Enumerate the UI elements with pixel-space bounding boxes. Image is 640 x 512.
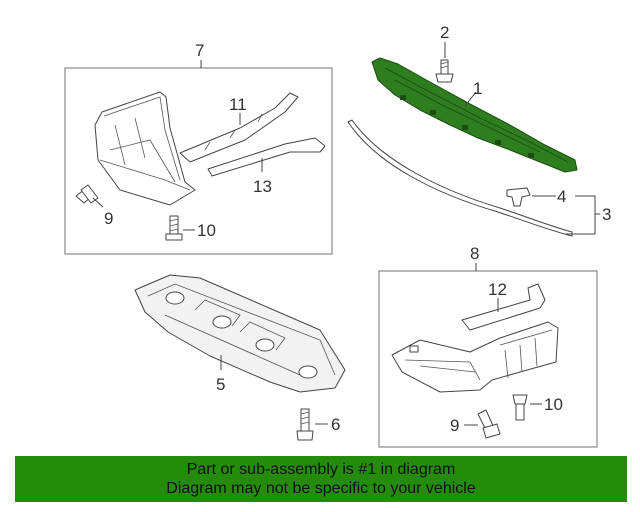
callout-4[interactable]: 4 — [557, 187, 566, 206]
rod-12[interactable] — [461, 283, 546, 331]
callout-1[interactable]: 1 — [473, 79, 482, 98]
callout-9-lower[interactable]: 9 — [450, 416, 459, 435]
bolt-10-upper[interactable] — [165, 215, 183, 241]
clip-4[interactable] — [506, 187, 531, 207]
splash-shield-left[interactable] — [94, 91, 196, 206]
under-cover-5[interactable] — [134, 274, 346, 393]
molding-strip[interactable] — [347, 119, 573, 237]
bolt-9-lower[interactable] — [477, 409, 501, 439]
callout-2[interactable]: 2 — [440, 23, 449, 42]
callout-9-upper[interactable]: 9 — [104, 209, 113, 228]
callout-13[interactable]: 13 — [253, 177, 272, 196]
callout-3[interactable]: 3 — [602, 205, 611, 224]
callout-8[interactable]: 8 — [470, 244, 479, 263]
callout-10-upper[interactable]: 10 — [197, 221, 216, 240]
bolt-10-lower[interactable] — [512, 394, 528, 421]
splash-shield-right[interactable] — [391, 321, 559, 393]
notice-bar: Part or sub-assembly is #1 in diagram Di… — [15, 456, 627, 502]
bolt-9-upper[interactable] — [75, 184, 99, 204]
part-1-highlighted[interactable] — [371, 57, 578, 173]
notice-line-1: Part or sub-assembly is #1 in diagram — [186, 461, 456, 478]
parts-diagram: 7 9 10 11 13 — [64, 23, 611, 448]
bolt-2[interactable] — [435, 59, 454, 83]
callout-5[interactable]: 5 — [216, 375, 225, 394]
callout-10-lower[interactable]: 10 — [544, 395, 563, 414]
rod-13[interactable] — [207, 137, 326, 177]
callout-6[interactable]: 6 — [331, 415, 340, 434]
group-box-7 — [64, 67, 333, 255]
callout-12[interactable]: 12 — [488, 280, 507, 299]
bracket-11[interactable] — [179, 92, 299, 163]
callout-7[interactable]: 7 — [195, 41, 204, 60]
notice-line-2: Diagram may not be specific to your vehi… — [166, 480, 476, 497]
callout-11[interactable]: 11 — [229, 95, 247, 114]
bolt-6[interactable] — [296, 408, 314, 441]
group-box-8 — [378, 270, 598, 448]
